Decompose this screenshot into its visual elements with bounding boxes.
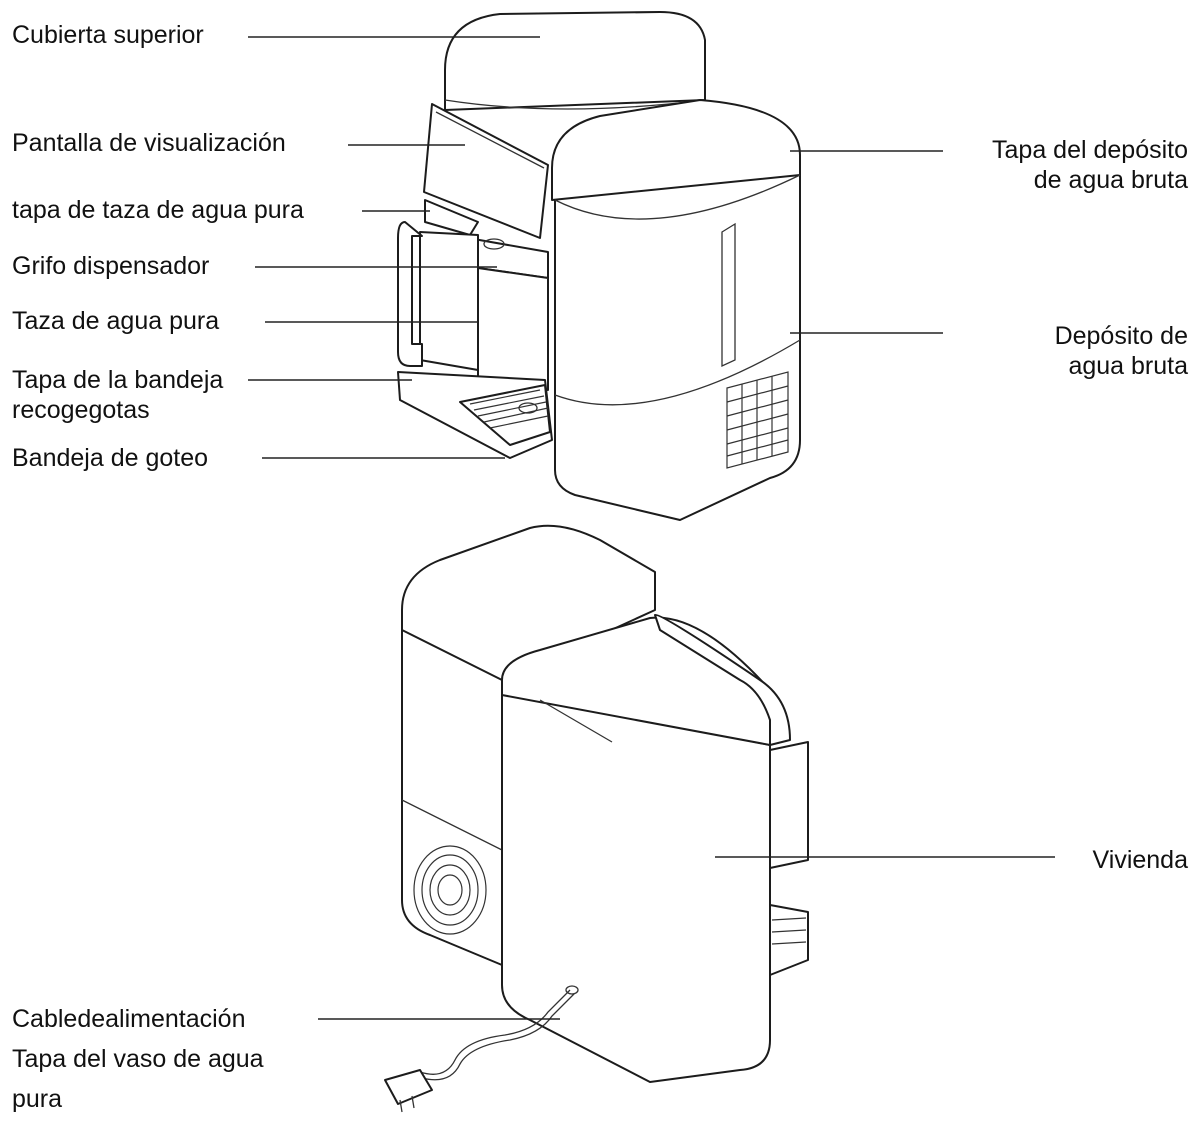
label-pure-cup-lid: tapa de taza de agua pura xyxy=(12,196,304,224)
label-raw-tank-line1: Depósito de xyxy=(1054,322,1188,350)
label-tank-lid-line2: de agua bruta xyxy=(1033,166,1188,194)
label-drip-tray-cover-line2: recogegotas xyxy=(12,396,150,424)
display-screen-shape xyxy=(423,103,549,239)
pure-cup-shape xyxy=(419,231,479,371)
rear-left-tank-shape xyxy=(401,624,503,966)
label-housing: Vivienda xyxy=(1092,846,1188,874)
housing-shape xyxy=(501,689,771,1083)
label-dispenser-tap: Grifo dispensador xyxy=(12,252,210,280)
label-top-cover: Cubierta superior xyxy=(12,21,204,49)
label-drip-tray-cover-line1: Tapa de la bandeja xyxy=(12,366,224,394)
cup-handle-shape xyxy=(397,221,423,367)
leader-lines xyxy=(248,36,1055,1020)
raw-water-tank-shape xyxy=(554,154,801,521)
drip-tray-cover-shape xyxy=(459,384,551,446)
machine-front-view xyxy=(397,11,801,521)
label-drip-tray: Bandeja de goteo xyxy=(12,444,209,472)
vent-grille-shape xyxy=(726,371,789,469)
machine-rear-view xyxy=(384,524,809,1113)
tank-lid-shape xyxy=(551,99,801,201)
label-tank-lid-line1: Tapa del depósito xyxy=(992,136,1188,164)
label-cup-cover-line1: Tapa del vaso de agua xyxy=(12,1045,264,1073)
label-raw-tank-line2: agua bruta xyxy=(1068,352,1188,380)
label-pure-water-cup: Taza de agua pura xyxy=(12,307,220,335)
power-cable-shape xyxy=(419,989,571,1075)
rear-left-lid-shape xyxy=(401,524,656,681)
plug-shape xyxy=(384,1069,433,1105)
label-display-screen: Pantalla de visualización xyxy=(12,129,286,157)
top-cover-shape xyxy=(444,11,706,111)
fan-grille-shape xyxy=(413,845,487,935)
label-cup-cover-line2: pura xyxy=(12,1085,63,1113)
label-power-cable: Cabledealimentación xyxy=(12,1005,246,1033)
